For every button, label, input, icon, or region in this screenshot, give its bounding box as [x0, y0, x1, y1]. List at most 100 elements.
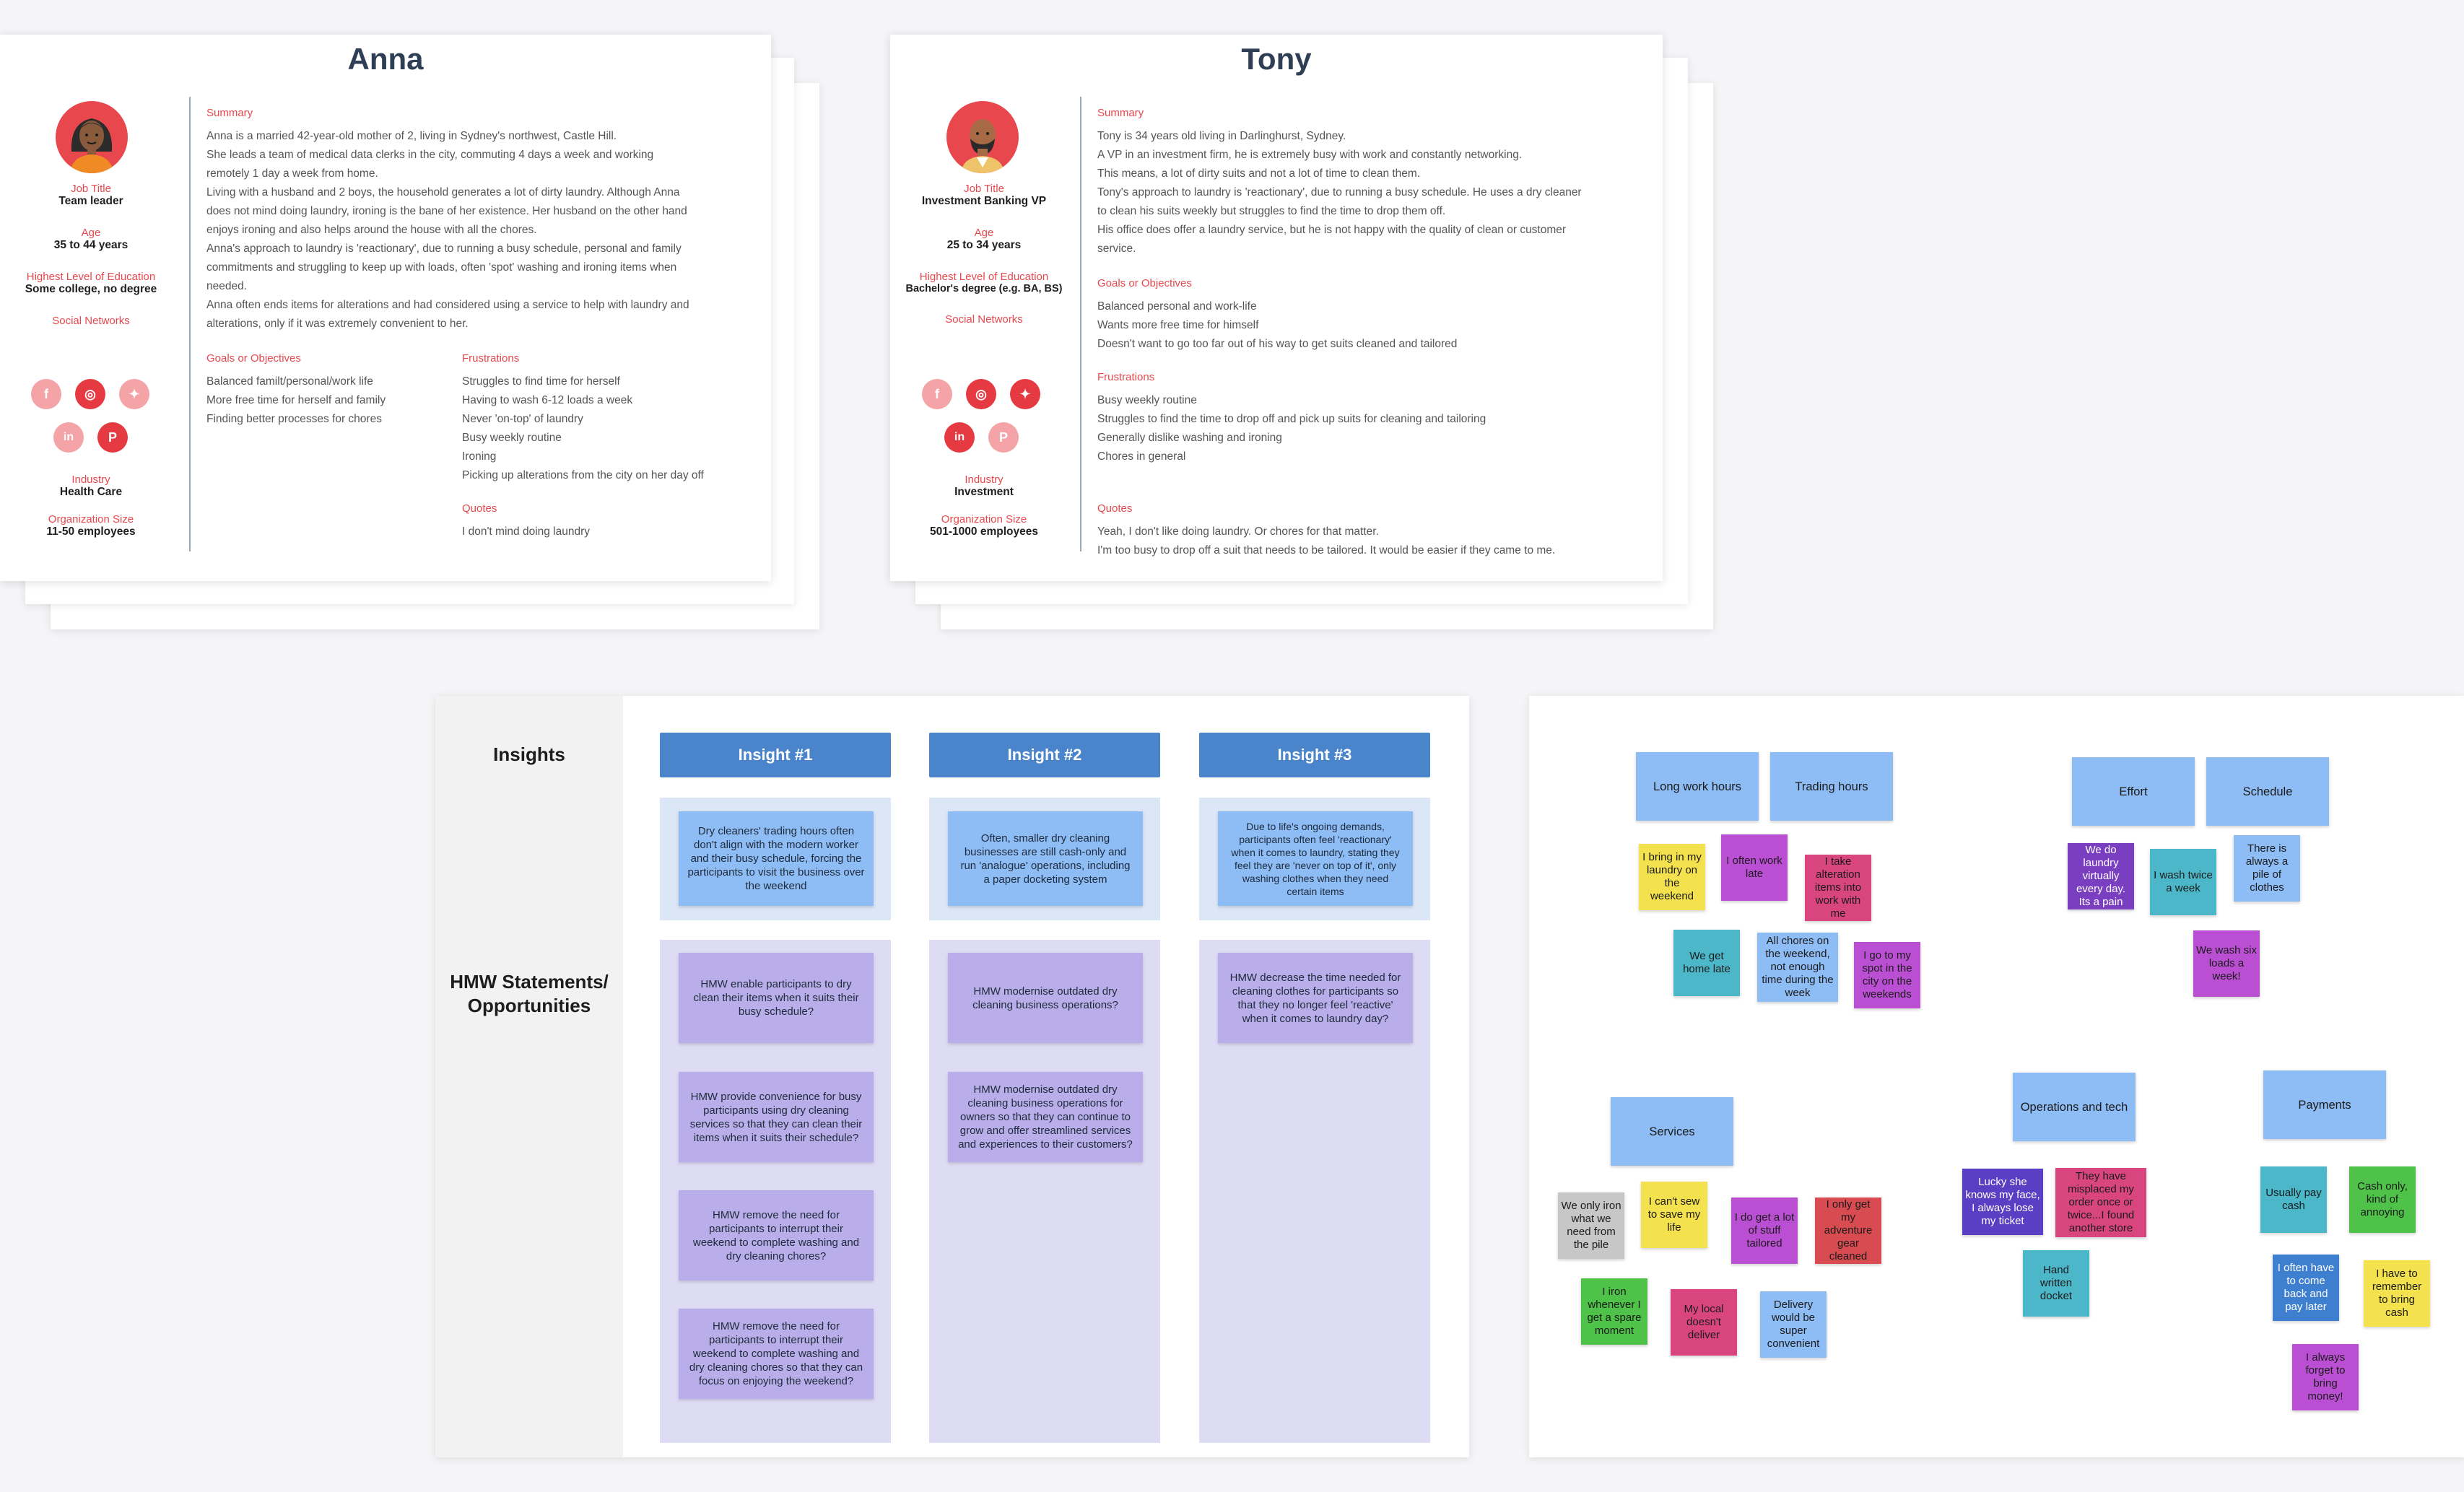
insight-3-header[interactable]: Insight #3	[1199, 733, 1430, 777]
goals-label: Goals or Objectives	[1097, 277, 1192, 289]
sticky-note[interactable]: I wash twice a week	[2150, 849, 2216, 915]
sticky-note[interactable]: Delivery would be super convenient	[1760, 1291, 1827, 1358]
pinterest-icon[interactable]: P	[988, 422, 1019, 453]
sticky-note[interactable]: All chores on the weekend, not enough ti…	[1757, 933, 1838, 1002]
tony-org-info: Industry Investment Organization Size 50…	[899, 474, 1069, 538]
hmw-1-note-2[interactable]: HMW provide convenience for busy partici…	[679, 1072, 874, 1162]
job-title-label: Job Title	[71, 183, 111, 195]
linkedin-icon[interactable]: in	[53, 422, 84, 453]
anna-persona-card[interactable]: Anna Job Title Team leader Age 35 to 44 …	[0, 35, 771, 581]
facebook-icon[interactable]: f	[922, 379, 952, 409]
insight-1-header[interactable]: Insight #1	[660, 733, 891, 777]
anna-demographics: Job Title Team leader Age 35 to 44 years…	[11, 183, 171, 327]
insights-row-label: Insights	[493, 743, 565, 765]
industry-value: Health Care	[59, 486, 123, 498]
social-networks-label: Social Networks	[945, 313, 1023, 326]
quotes-label: Quotes	[1097, 502, 1133, 515]
facebook-icon[interactable]: f	[31, 379, 61, 409]
sticky-note[interactable]: I have to remember to bring cash	[2364, 1260, 2430, 1327]
tony-demographics: Job Title Investment Banking VP Age 25 t…	[899, 183, 1069, 326]
summary-label: Summary	[1097, 107, 1144, 119]
insight-1-note[interactable]: Dry cleaners' trading hours often don't …	[679, 811, 874, 906]
hmw-2-note-2[interactable]: HMW modernise outdated dry cleaning busi…	[948, 1072, 1143, 1162]
industry-label: Industry	[965, 474, 1004, 486]
sticky-note[interactable]: I often have to come back and pay later	[2273, 1255, 2339, 1321]
group-operations-and-tech[interactable]: Operations and tech	[2013, 1073, 2136, 1141]
board-label-column	[435, 696, 623, 1457]
insight-3-note[interactable]: Due to life's ongoing demands, participa…	[1218, 811, 1413, 906]
frustrations-label: Frustrations	[1097, 371, 1155, 383]
instagram-icon[interactable]: ◎	[75, 379, 105, 409]
insight-2-header[interactable]: Insight #2	[929, 733, 1160, 777]
hmw-1-note-3[interactable]: HMW remove the need for participants to …	[679, 1190, 874, 1281]
twitter-icon[interactable]: ✦	[119, 379, 149, 409]
section-divider	[1080, 97, 1081, 551]
group-trading-hours[interactable]: Trading hours	[1770, 752, 1893, 821]
age-value: 25 to 34 years	[946, 239, 1022, 251]
frustrations-label: Frustrations	[462, 352, 520, 365]
sticky-note[interactable]: We get home late	[1673, 930, 1740, 996]
sticky-note[interactable]: My local doesn't deliver	[1671, 1289, 1737, 1356]
sticky-note[interactable]: I iron whenever I get a spare moment	[1581, 1278, 1647, 1345]
sticky-note[interactable]: Cash only, kind of annoying	[2349, 1166, 2416, 1233]
instagram-icon[interactable]: ◎	[966, 379, 996, 409]
quotes-label: Quotes	[462, 502, 497, 515]
sticky-note[interactable]: I can't sew to save my life	[1641, 1182, 1707, 1248]
insights-board[interactable]: Insights HMW Statements/ Opportunities I…	[435, 696, 1469, 1457]
group-payments[interactable]: Payments	[2263, 1070, 2386, 1139]
sticky-note[interactable]: I often work late	[1721, 834, 1788, 901]
org-size-value: 501-1000 employees	[930, 525, 1038, 538]
linkedin-icon[interactable]: in	[944, 422, 975, 453]
sticky-note[interactable]: I always forget to bring money!	[2292, 1344, 2359, 1410]
section-divider	[189, 97, 191, 551]
age-value: 35 to 44 years	[53, 239, 129, 251]
education-label: Highest Level of Education	[919, 271, 1049, 283]
tony-persona-card[interactable]: Tony Job Title Investment Banking VP Age…	[890, 35, 1663, 581]
sticky-note[interactable]: I bring in my laundry on the weekend	[1639, 844, 1705, 910]
goals-label: Goals or Objectives	[206, 352, 301, 365]
avatar	[56, 101, 128, 173]
group-effort[interactable]: Effort	[2072, 757, 2195, 826]
hmw-row-label: HMW Statements/ Opportunities	[450, 971, 609, 1016]
education-value: Bachelor's degree (e.g. BA, BS)	[905, 283, 1063, 295]
group-services[interactable]: Services	[1611, 1097, 1733, 1166]
hmw-1-note-4[interactable]: HMW remove the need for participants to …	[679, 1309, 874, 1399]
education-value: Some college, no degree	[25, 283, 157, 295]
job-title-value: Investment Banking VP	[921, 195, 1047, 207]
hmw-1-note-1[interactable]: HMW enable participants to dry clean the…	[679, 953, 874, 1043]
hmw-2-note-1[interactable]: HMW modernise outdated dry cleaning busi…	[948, 953, 1143, 1043]
twitter-icon[interactable]: ✦	[1010, 379, 1040, 409]
sticky-note[interactable]: I take alteration items into work with m…	[1805, 855, 1871, 921]
sticky-note[interactable]: We wash six loads a week!	[2193, 930, 2260, 997]
summary-label: Summary	[206, 107, 253, 119]
sticky-note[interactable]: Lucky she knows my face, I always lose m…	[1962, 1169, 2043, 1235]
pinterest-icon[interactable]: P	[97, 422, 128, 453]
sticky-note[interactable]: Hand written docket	[2023, 1250, 2089, 1317]
social-networks-label: Social Networks	[52, 315, 130, 327]
sticky-note[interactable]: There is always a pile of clothes	[2234, 835, 2300, 902]
persona-name: Tony	[1241, 42, 1312, 76]
sticky-note[interactable]: We do laundry virtually every day. Its a…	[2068, 843, 2134, 909]
sticky-note[interactable]: I go to my spot in the city on the weeke…	[1854, 942, 1920, 1008]
quotes-list: I don't mind doing laundry	[462, 525, 591, 538]
woman-avatar-icon	[70, 118, 113, 173]
sticky-note[interactable]: Usually pay cash	[2260, 1166, 2327, 1233]
group-schedule[interactable]: Schedule	[2206, 757, 2329, 826]
affinity-map-board[interactable]: Long work hours Trading hours Effort Sch…	[1529, 696, 2464, 1457]
industry-value: Investment	[954, 486, 1014, 498]
hmw-3-note-1[interactable]: HMW decrease the time needed for cleanin…	[1218, 953, 1413, 1043]
sticky-note[interactable]: I only get my adventure gear cleaned	[1815, 1197, 1881, 1264]
org-size-label: Organization Size	[48, 513, 134, 525]
sticky-note[interactable]: We only iron what we need from the pile	[1558, 1192, 1624, 1259]
insight-2-note[interactable]: Often, smaller dry cleaning businesses a…	[948, 811, 1143, 906]
sticky-note[interactable]: I do get a lot of stuff tailored	[1731, 1197, 1798, 1264]
group-long-work-hours[interactable]: Long work hours	[1636, 752, 1759, 821]
job-title-label: Job Title	[964, 183, 1004, 195]
avatar	[946, 101, 1019, 173]
org-size-value: 11-50 employees	[46, 525, 136, 538]
sticky-note[interactable]: They have misplaced my order once or twi…	[2055, 1168, 2146, 1237]
